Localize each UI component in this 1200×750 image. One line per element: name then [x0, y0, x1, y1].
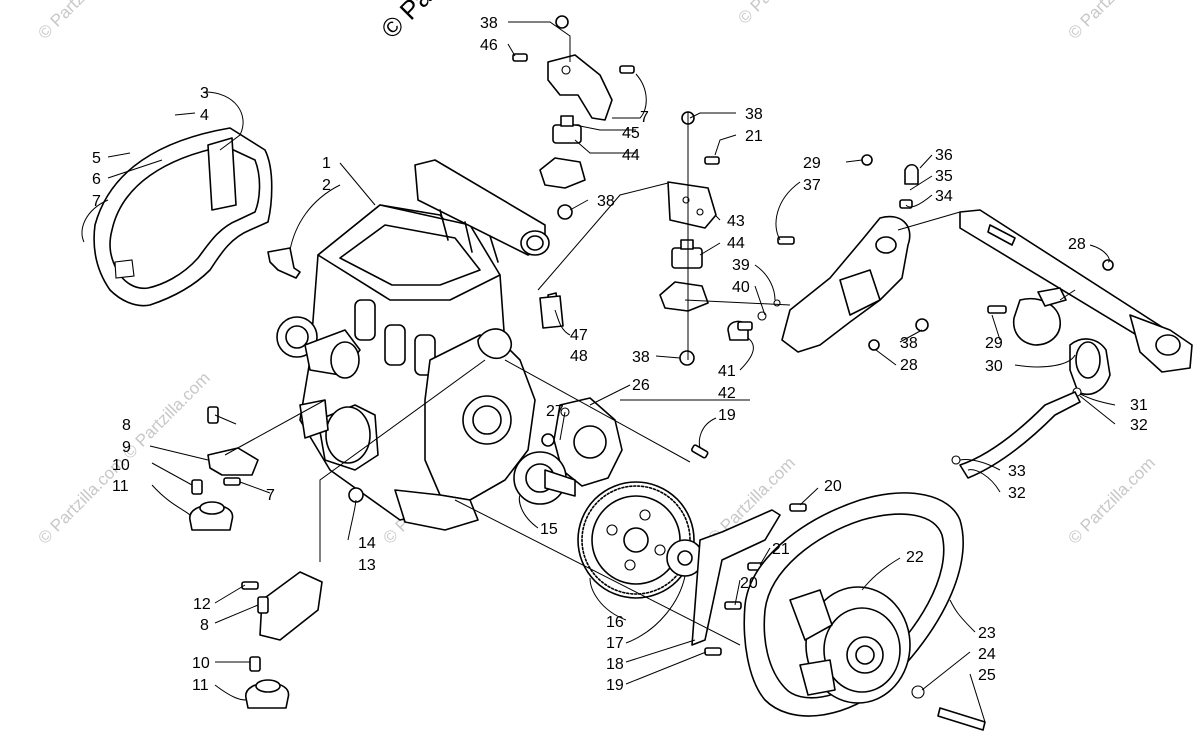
callout-label: 21 — [772, 541, 790, 558]
leader-lines — [81, 21, 1116, 723]
callout-label: 44 — [727, 235, 745, 252]
callout-label: 27 — [546, 403, 564, 420]
callout-label: 47 — [570, 327, 588, 344]
callout-label: 8 — [122, 417, 131, 434]
callout-label: 28 — [1068, 236, 1086, 253]
callout-label: 38 — [745, 106, 763, 123]
callout-label: 34 — [935, 188, 953, 205]
belt-guard — [93, 127, 273, 307]
callout-label: 9 — [122, 439, 131, 456]
callout-label: 3 — [200, 85, 209, 102]
callout-label: 8 — [200, 617, 209, 634]
lower-engine-mounts — [189, 406, 323, 709]
callout-label: 38 — [480, 15, 498, 32]
callout-label: 32 — [1008, 485, 1026, 502]
callout-label: 42 — [718, 385, 736, 402]
callout-label: 11 — [112, 478, 129, 495]
callout-labels: 38 46 7 45 44 38 3 4 5 6 7 1 2 38 21 43 … — [92, 15, 1148, 694]
callout-label: 31 — [1130, 397, 1148, 414]
watermark-text: © Partzilla.com — [1064, 453, 1158, 547]
right-engine-mount — [547, 111, 720, 366]
callout-label: 1 — [322, 155, 331, 172]
callout-label: 17 — [606, 635, 624, 652]
callout-label: 13 — [358, 557, 376, 574]
callout-label: 5 — [92, 150, 101, 167]
callout-label: 7 — [92, 193, 101, 210]
callout-label: 16 — [606, 614, 624, 631]
callout-label: 33 — [1008, 463, 1026, 480]
callout-label: 4 — [200, 107, 209, 124]
top-engine-mount — [512, 15, 635, 220]
callout-label: 10 — [112, 457, 130, 474]
callout-label: 37 — [803, 177, 821, 194]
engine — [276, 159, 550, 531]
watermark-text: © Partzilla.com — [734, 0, 828, 28]
intake-duct — [951, 287, 1111, 479]
callout-label: 15 — [540, 521, 558, 538]
callout-label: 19 — [718, 407, 736, 424]
callout-label: 7 — [266, 487, 275, 504]
drive-clutch — [743, 492, 986, 731]
callout-label: 19 — [606, 677, 624, 694]
watermark-text-top: © Par — [375, 0, 444, 44]
callout-label: 32 — [1130, 417, 1148, 434]
callout-label: 21 — [745, 128, 763, 145]
callout-label: 48 — [570, 348, 588, 365]
callout-label: 38 — [900, 335, 918, 352]
watermark-text: © Partzilla.com — [119, 368, 213, 462]
callout-label: 18 — [606, 656, 624, 673]
callout-label: 38 — [597, 193, 615, 210]
callout-label: 12 — [193, 596, 211, 613]
callout-label: 20 — [824, 478, 842, 495]
callout-label: 40 — [732, 279, 750, 296]
callout-label: 7 — [640, 109, 649, 126]
callout-label: 23 — [978, 625, 996, 642]
callout-label: 29 — [803, 155, 821, 172]
callout-label: 38 — [632, 349, 650, 366]
callout-label: 28 — [900, 357, 918, 374]
callout-label: 10 — [192, 655, 210, 672]
callout-label: 41 — [718, 363, 736, 380]
callout-label: 11 — [192, 677, 209, 694]
drive-assembly — [348, 397, 807, 656]
callout-label: 46 — [480, 37, 498, 54]
callout-label: 30 — [985, 358, 1003, 375]
callout-label: 20 — [740, 575, 758, 592]
watermark-text: © Partzilla.com — [34, 0, 128, 43]
callout-label: 26 — [632, 377, 650, 394]
callout-label: 39 — [732, 257, 750, 274]
callout-label: 43 — [727, 213, 745, 230]
callout-label: 29 — [985, 335, 1003, 352]
bracket-2 — [267, 247, 301, 279]
support-bracket — [727, 154, 929, 353]
callout-label: 44 — [622, 147, 640, 164]
callout-label: 24 — [978, 646, 996, 663]
callout-label: 45 — [622, 125, 640, 142]
callout-label: 22 — [906, 549, 924, 566]
bracket-47 — [539, 295, 564, 329]
callout-label: 35 — [935, 168, 953, 185]
callout-label: 14 — [358, 535, 376, 552]
steering-tube — [959, 209, 1193, 373]
callout-label: 6 — [92, 171, 101, 188]
callout-label: 36 — [935, 147, 953, 164]
callout-label: 25 — [978, 667, 996, 684]
callout-label: 2 — [322, 177, 331, 194]
watermark-text: © Partzilla.com — [1064, 0, 1158, 43]
